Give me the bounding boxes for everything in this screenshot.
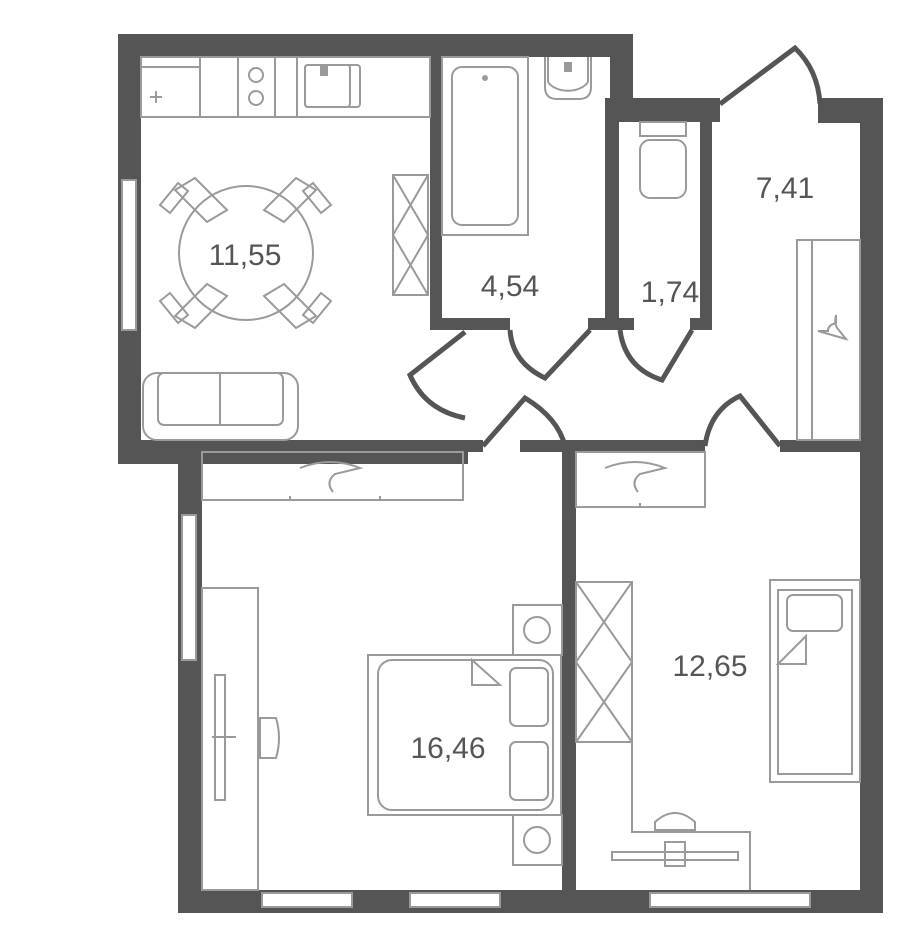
toilet-door — [617, 328, 695, 383]
kitchen-door — [406, 330, 467, 421]
stove-burner-icon — [248, 67, 264, 83]
kitchen-furniture — [140, 56, 431, 441]
room-area-labels: 11,55 4,54 1,74 7,41 16,46 12,65 — [209, 172, 815, 765]
area-label-toilet: 1,74 — [641, 276, 699, 309]
lamp-icon — [523, 826, 551, 854]
hanger-icon — [817, 314, 849, 341]
lamp-icon — [523, 616, 551, 644]
bedroom2-wardrobe — [575, 581, 633, 743]
dining-chair — [158, 282, 229, 330]
bedroom-door — [481, 394, 568, 448]
dining-chair — [158, 176, 229, 224]
hall-furniture — [796, 239, 861, 441]
area-label-bedroom: 16,46 — [410, 732, 485, 765]
desk — [611, 851, 739, 861]
single-bed — [769, 579, 861, 783]
window-bedroom2-bottom — [649, 892, 811, 908]
toilet-tank — [639, 121, 687, 137]
desk-chair — [654, 812, 696, 831]
windows — [121, 179, 811, 908]
area-label-bathroom: 4,54 — [481, 270, 539, 303]
hanger-icon — [604, 461, 669, 493]
walls — [118, 34, 883, 913]
dining-chair — [262, 282, 333, 330]
bedroom-furniture — [201, 451, 563, 891]
pillow — [509, 667, 549, 727]
nightstand — [512, 814, 563, 866]
washbasin — [544, 57, 592, 100]
area-label-kitchen-living: 11,55 — [209, 239, 282, 272]
toilet-bowl — [639, 139, 687, 199]
desk-chair — [259, 717, 280, 759]
desk — [201, 587, 259, 891]
bathroom-door — [507, 328, 592, 382]
sink-icon — [304, 64, 361, 108]
hall-wardrobe — [796, 239, 861, 441]
window-bedroom-left — [181, 514, 197, 661]
pillow — [786, 594, 843, 632]
window-bedroom-bottom-1 — [261, 892, 353, 908]
stove-burner-icon — [248, 90, 264, 106]
doors — [406, 44, 823, 448]
double-bed — [367, 654, 562, 816]
hanger-icon — [299, 461, 364, 493]
bedroom-wardrobe — [201, 451, 464, 501]
entrance-door — [718, 44, 823, 107]
kitchen-counter — [140, 56, 431, 118]
dining-table — [178, 185, 314, 321]
bedroom2-shelf — [575, 451, 706, 508]
area-label-hallway: 7,41 — [756, 172, 814, 205]
bathtub — [441, 56, 529, 236]
window-kitchen — [121, 179, 137, 331]
window-bedroom-bottom-2 — [409, 892, 501, 908]
pillow — [509, 741, 549, 801]
bathroom-furniture — [441, 56, 592, 236]
nightstand — [512, 604, 563, 656]
bedroom2-door — [702, 392, 782, 448]
dining-chair — [262, 176, 333, 224]
toilet-furniture — [639, 121, 687, 199]
kitchen-wardrobe — [392, 174, 429, 296]
area-label-bedroom-2: 12,65 — [672, 650, 747, 683]
bedroom2-furniture — [574, 451, 861, 890]
